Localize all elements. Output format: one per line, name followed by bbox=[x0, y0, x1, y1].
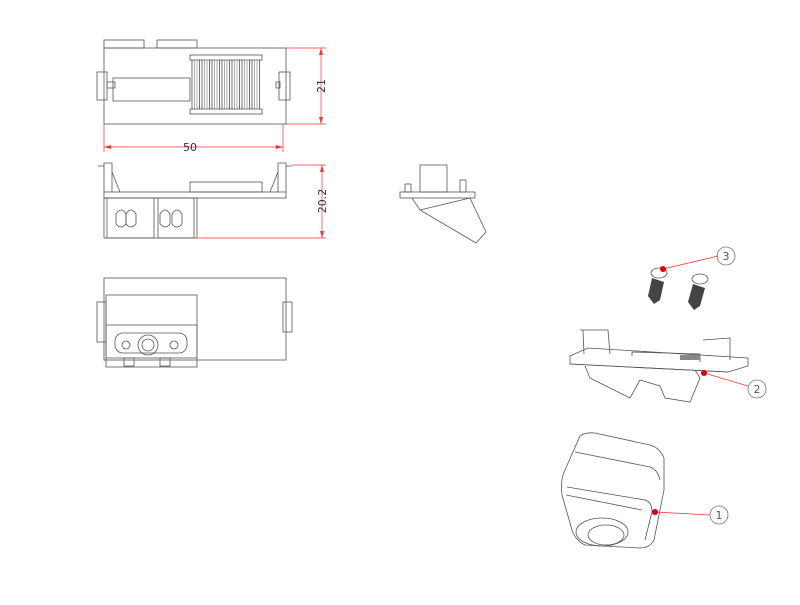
grille bbox=[191, 60, 260, 109]
callout-2: 2 bbox=[701, 370, 767, 399]
callout-number: 3 bbox=[723, 250, 730, 263]
dimension-label: 50 bbox=[183, 141, 197, 154]
camera-part bbox=[561, 432, 665, 549]
dimension-21: 21 bbox=[286, 47, 328, 125]
callout-3: 3 bbox=[660, 246, 736, 272]
dimension-50: 50 bbox=[103, 124, 284, 154]
bracket-part bbox=[569, 329, 749, 403]
top-view bbox=[96, 39, 291, 125]
bottom-view bbox=[96, 277, 293, 368]
dimension-label: 20.2 bbox=[316, 189, 329, 214]
dimension-20-2: 20.2 bbox=[197, 164, 329, 239]
callout-number: 1 bbox=[716, 509, 723, 522]
front-view bbox=[98, 162, 292, 239]
side-view bbox=[399, 164, 487, 244]
callout-number: 2 bbox=[754, 383, 761, 396]
dimension-label: 21 bbox=[315, 79, 328, 93]
callout-1: 1 bbox=[652, 505, 729, 525]
screw-part bbox=[648, 267, 709, 310]
